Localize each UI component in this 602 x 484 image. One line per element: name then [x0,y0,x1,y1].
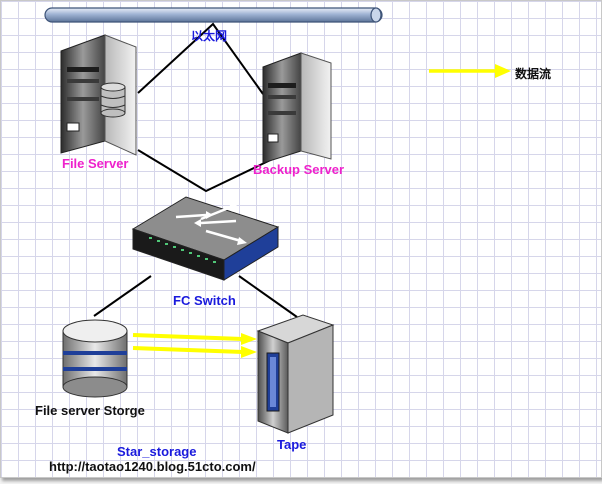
connection-lines [93,22,298,318]
storage-label: File server Storge [35,403,145,418]
fc-switch-label: FC Switch [173,293,236,308]
tape-label: Tape [277,437,307,452]
storage-disk-icon [62,319,128,398]
tape-library-icon [256,314,335,434]
server-to-switch-lines [137,149,284,193]
switch-to-tape-line [238,275,298,318]
ethernet-link-lines [137,22,264,95]
backup-server-icon [262,52,332,164]
legend-label: 数据流 [515,67,552,81]
switch-to-storage-line [93,275,152,317]
ethernet-bus [44,7,383,23]
data-flow-arrows [132,333,257,358]
legend-arrow-icon [429,64,511,78]
file-server-icon [60,34,137,156]
backup-server-label: Backup Server [253,162,345,177]
ethernet-label: 以太网 [191,29,228,43]
fc-switch-icon [131,196,280,281]
file-server-label: File Server [62,156,129,171]
url-text: http://taotao1240.blog.51cto.com/ [49,459,256,474]
star-storage-label: Star_storage [117,444,197,459]
